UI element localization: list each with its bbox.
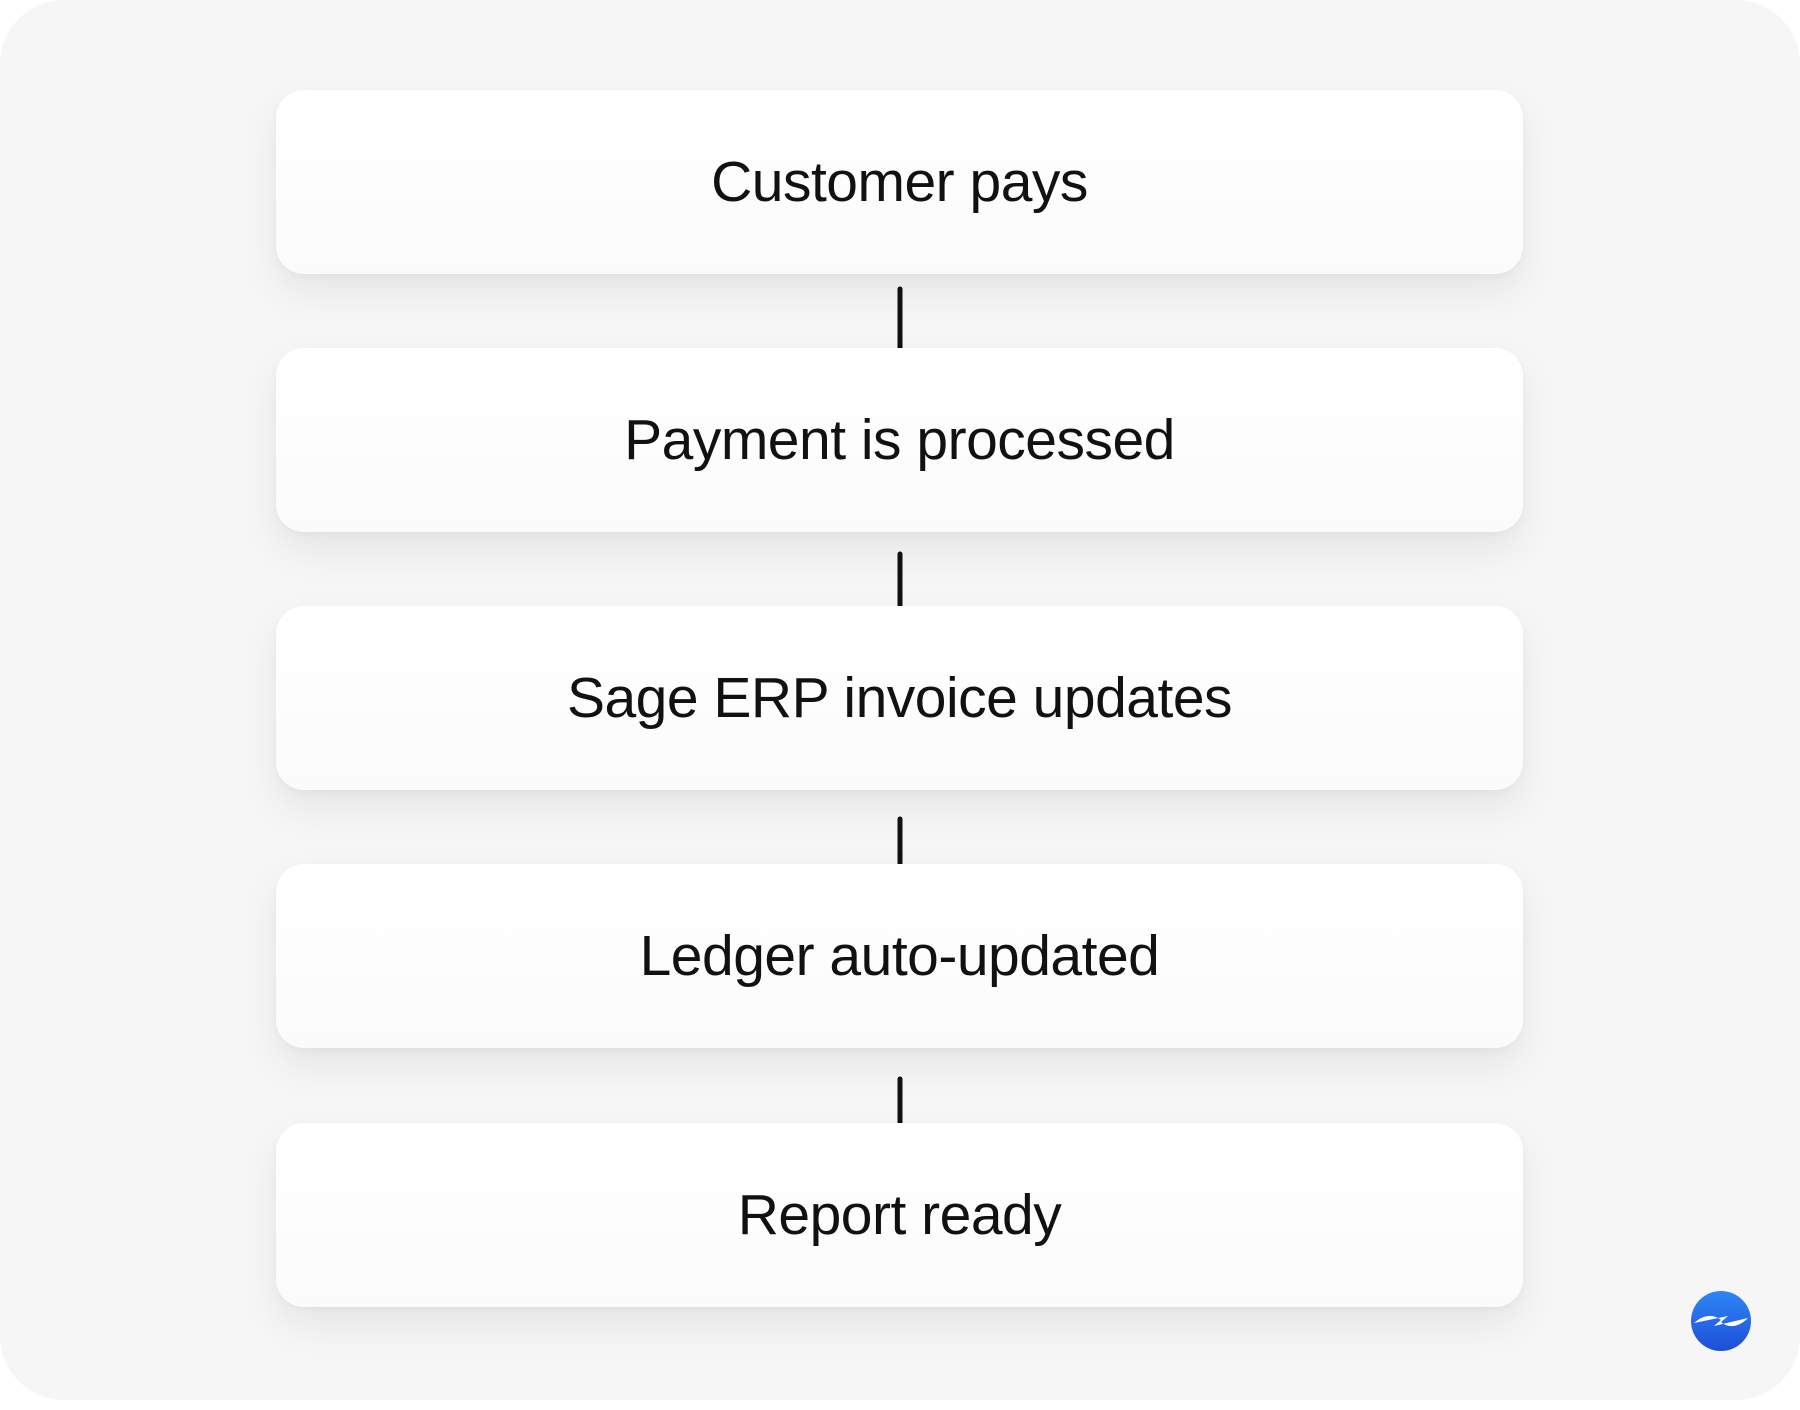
brand-logo-icon [1691,1291,1751,1351]
step-label: Customer pays [711,150,1088,214]
step-label: Report ready [737,1183,1062,1247]
step-label: Ledger auto-updated [639,924,1160,988]
step-report-ready: Report ready [276,1123,1523,1307]
step-label: Sage ERP invoice updates [566,666,1233,730]
step-label: Payment is processed [624,408,1175,472]
step-payment-processed: Payment is processed [276,348,1523,532]
step-ledger-auto-updated: Ledger auto-updated [276,864,1523,1048]
step-customer-pays: Customer pays [276,90,1523,274]
step-sage-erp-invoice: Sage ERP invoice updates [276,606,1523,790]
